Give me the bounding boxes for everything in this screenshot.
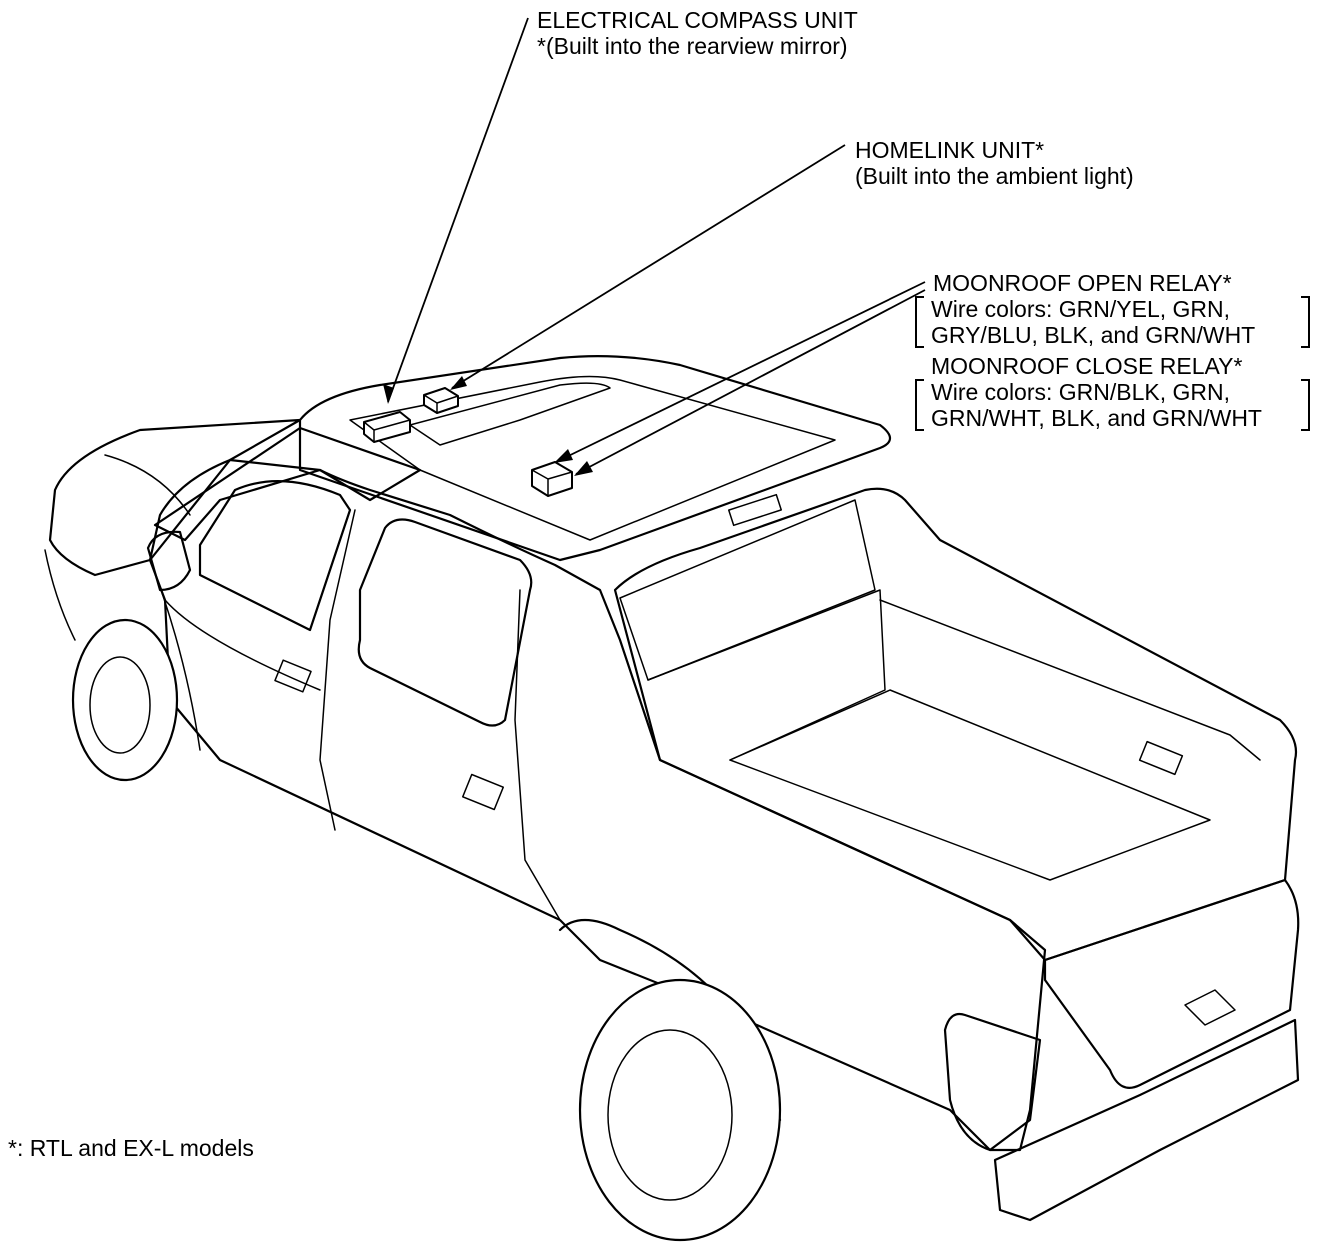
taillight — [943, 1012, 1042, 1152]
rear-door-seam — [514, 589, 561, 921]
high-mount-light — [728, 493, 782, 527]
rear-wheel — [578, 978, 782, 1242]
compass-leader — [387, 17, 529, 403]
rear-door-handle — [461, 773, 505, 811]
moonroof-close-bracket-left — [915, 379, 924, 431]
rear-window-panel — [619, 499, 876, 681]
roof-outline — [298, 355, 892, 562]
moonroof-close-leader — [575, 289, 926, 475]
front-door-window — [198, 480, 352, 632]
homelink-leader-arrow — [450, 376, 467, 390]
b-pillar — [319, 509, 356, 831]
leader-lines — [383, 17, 926, 476]
moonroof-close-leader-arrow — [574, 461, 593, 476]
moonroof-close-wire-line2: GRN/WHT, BLK, and GRN/WHT — [931, 405, 1262, 431]
moonroof-panel — [409, 382, 611, 446]
moonroof-open-wire-line2: GRY/BLU, BLK, and GRN/WHT — [931, 322, 1256, 348]
tailgate — [1043, 878, 1300, 1089]
front-door-seam — [164, 599, 321, 691]
bed-floor — [729, 689, 1211, 881]
moonroof-open-relay-title: MOONROOF OPEN RELAY* — [933, 270, 1232, 296]
hood-outline — [48, 418, 302, 577]
moonroof-open-wire-line1: Wire colors: GRN/YEL, GRN, — [931, 296, 1231, 322]
rear-wheel-hub — [607, 1029, 733, 1201]
homelink-unit-title: HOMELINK UNIT* — [855, 137, 1045, 163]
compass-leader-arrow — [383, 384, 394, 404]
compass-unit-title: ELECTRICAL COMPASS UNIT — [537, 7, 858, 33]
moonroof-glass — [349, 375, 836, 541]
bed-rail — [613, 487, 1298, 962]
truck-body — [44, 355, 1300, 1242]
electrical-compass-unit — [363, 411, 411, 443]
homelink-unit — [423, 387, 459, 414]
rear-bumper — [993, 1018, 1300, 1222]
front-door-handle — [274, 659, 312, 693]
component-units — [363, 387, 573, 497]
side-mirror — [146, 530, 192, 592]
moonroof-open-bracket-right — [1301, 296, 1310, 348]
front-fender — [44, 549, 201, 751]
bed-side-wall — [879, 599, 1261, 761]
front-wheel — [71, 618, 179, 782]
moonroof-open-leader — [555, 281, 926, 463]
moonroof-close-wire-line1: Wire colors: GRN/BLK, GRN, — [931, 379, 1231, 405]
footnote: *: RTL and EX-L models — [8, 1135, 254, 1161]
windshield — [153, 426, 422, 542]
homelink-unit-note: (Built into the ambient light) — [855, 163, 1134, 189]
compass-unit-note: *(Built into the rearview mirror) — [537, 33, 848, 59]
bed-front-wall — [647, 589, 886, 761]
front-wheel-hub — [89, 656, 151, 754]
tailgate-handle — [1184, 989, 1236, 1026]
bed-light — [1138, 740, 1184, 776]
homelink-leader — [451, 144, 846, 389]
moonroof-close-bracket-right — [1301, 379, 1310, 431]
moonroof-open-bracket-left — [915, 296, 924, 348]
hood-crease — [104, 454, 191, 516]
rear-door-window — [357, 518, 533, 727]
moonroof-open-leader-arrow — [554, 449, 573, 463]
moonroof-relay-unit — [531, 461, 573, 497]
side-body — [148, 458, 1047, 1152]
moonroof-close-relay-title: MOONROOF CLOSE RELAY* — [931, 353, 1243, 379]
